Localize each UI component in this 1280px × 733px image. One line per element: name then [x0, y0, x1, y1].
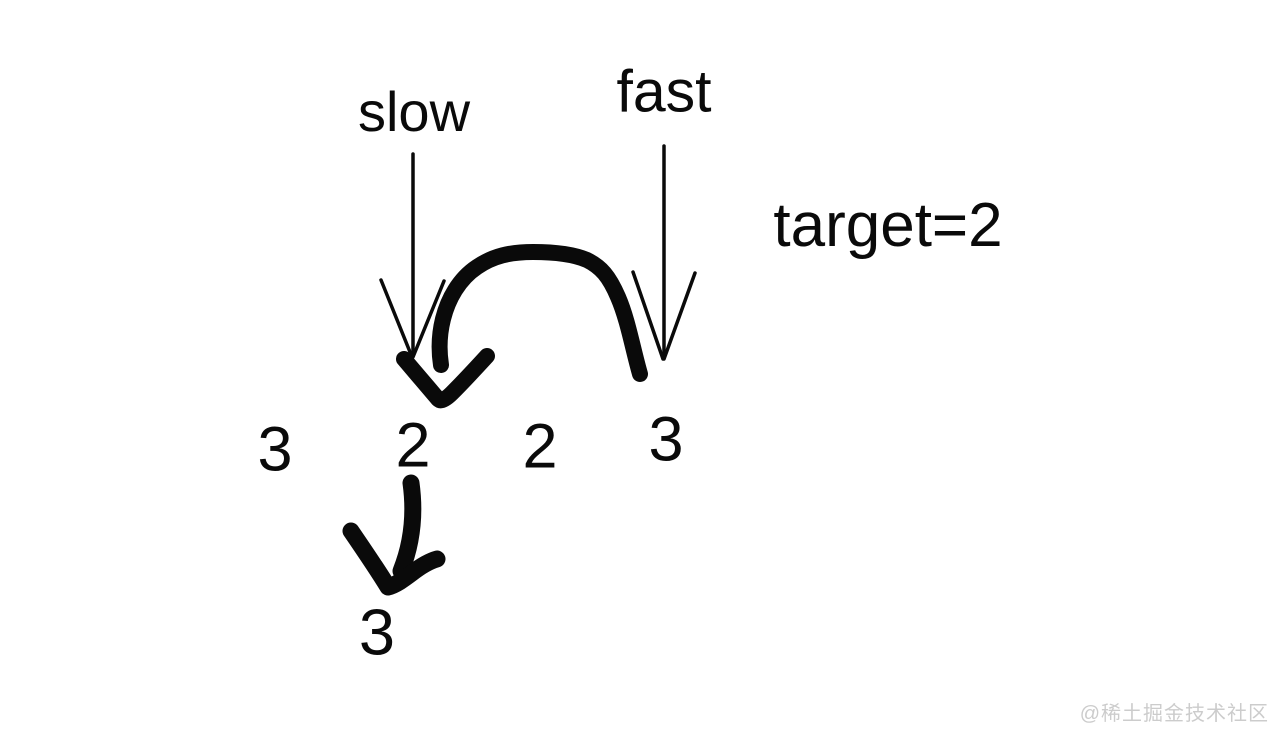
array-value-1: 2 [395, 410, 431, 481]
overwrite-down-arrow-icon [342, 474, 446, 596]
target-label: target=2 [773, 191, 1003, 260]
array-value-2: 2 [522, 411, 558, 482]
fast-pointer-label: fast [616, 58, 712, 125]
copy-curved-arrow-icon [396, 244, 648, 409]
fast-pointer-arrow-icon [631, 144, 697, 361]
slow-pointer-arrow-icon [379, 152, 446, 359]
slow-pointer-label: slow [357, 80, 471, 143]
array-value-0: 3 [257, 414, 293, 485]
array-value-3: 3 [648, 404, 684, 475]
watermark: @稀土掘金技术社区 [1079, 703, 1269, 725]
result-value: 3 [358, 595, 396, 669]
